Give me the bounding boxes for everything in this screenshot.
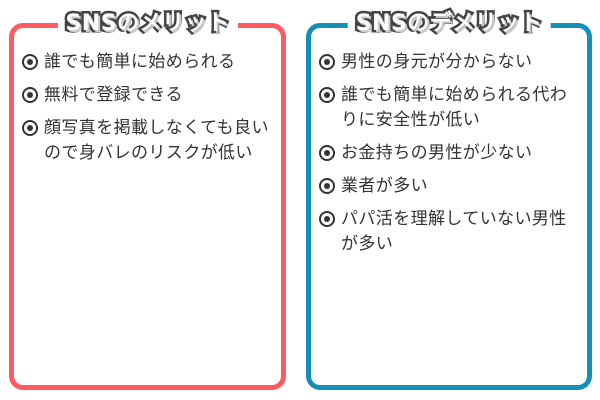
merit-item: 誰でも簡単に始められる — [22, 50, 273, 75]
merits-title: SNSのメリット — [57, 9, 238, 39]
demerit-item-text: 業者が多い — [341, 176, 428, 196]
merit-item-text: 顔写真を掲載しなくても良いので身バレのリスクが低い — [44, 118, 269, 163]
bullseye-bullet-icon — [319, 178, 335, 194]
bullseye-bullet-icon — [22, 87, 38, 103]
merit-item-text: 誰でも簡単に始められる — [44, 52, 236, 72]
demerit-item: パパ活を理解していない男性が多い — [319, 207, 579, 257]
merits-panel: SNSのメリット 誰でも簡単に始められる 無料で登録できる 顔写真を掲載しなくて… — [9, 9, 286, 390]
bullseye-bullet-icon — [22, 54, 38, 70]
demerits-list: 男性の身元が分からない 誰でも簡単に始められる代わりに安全性が低い お金持ちの男… — [319, 50, 579, 265]
demerit-item: 男性の身元が分からない — [319, 50, 579, 75]
bullseye-bullet-icon — [319, 87, 335, 103]
merit-item: 無料で登録できる — [22, 83, 273, 108]
merits-list: 誰でも簡単に始められる 無料で登録できる 顔写真を掲載しなくても良いので身バレの… — [22, 50, 273, 174]
bullseye-bullet-icon — [319, 54, 335, 70]
demerit-item-text: 男性の身元が分からない — [341, 52, 533, 72]
merit-item-text: 無料で登録できる — [44, 85, 183, 105]
demerits-title: SNSのデメリット — [347, 9, 551, 39]
demerit-item-text: パパ活を理解していない男性が多い — [341, 209, 567, 254]
bullseye-bullet-icon — [319, 211, 335, 227]
demerit-item: 誰でも簡単に始められる代わりに安全性が低い — [319, 83, 579, 133]
bullseye-bullet-icon — [22, 120, 38, 136]
demerit-item: お金持ちの男性が少ない — [319, 141, 579, 166]
demerit-item-text: 誰でも簡単に始められる代わりに安全性が低い — [341, 85, 568, 130]
demerit-item-text: お金持ちの男性が少ない — [341, 143, 533, 163]
demerit-item: 業者が多い — [319, 174, 579, 199]
demerits-panel: SNSのデメリット 男性の身元が分からない 誰でも簡単に始められる代わりに安全性… — [306, 9, 592, 390]
merit-item: 顔写真を掲載しなくても良いので身バレのリスクが低い — [22, 116, 273, 166]
bullseye-bullet-icon — [319, 145, 335, 161]
